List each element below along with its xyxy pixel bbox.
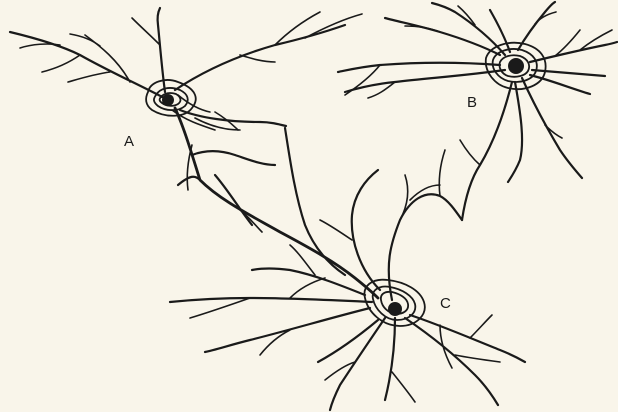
neuron-a-dendrite: [192, 151, 275, 165]
neuron-b-dendrite: [532, 70, 605, 76]
neuron-a-dendrite: [20, 44, 60, 48]
neuron-c-dendrite: [352, 170, 380, 290]
neuron-c-dendrite: [439, 150, 445, 196]
neuron-a-dendrite: [240, 55, 275, 62]
neuron-a-soma: [162, 94, 174, 106]
neuron-c-dendrite: [389, 194, 462, 300]
neuron-b-dendrite: [522, 78, 582, 178]
neuron-c: C: [170, 150, 525, 410]
neuron-b-dendrite: [385, 18, 500, 55]
neuron-c-dendrite: [410, 315, 525, 362]
neuron-a-label: A: [124, 133, 134, 150]
neuron-b-soma: [508, 58, 524, 74]
neuron-a-dendrite: [215, 175, 252, 225]
neuron-b-dendrite: [508, 82, 522, 182]
neuron-b-dendrite: [545, 125, 562, 138]
neuron-b-dendrite: [338, 63, 500, 72]
neuron-c-dendrite: [385, 318, 395, 400]
neuron-b-dendrite: [530, 75, 590, 94]
neuron-c-soma: [388, 302, 402, 316]
neuron-c-dendrite: [330, 318, 385, 410]
neuron-a-dendrite: [178, 177, 200, 185]
neuron-c-dendrite: [470, 315, 492, 338]
neuron-c-label: C: [440, 295, 451, 312]
neuron-c-dendrite: [400, 175, 408, 220]
neuron-a-dendrite: [42, 55, 80, 72]
neuron-a: A: [10, 8, 378, 298]
neuron-b-label: B: [467, 94, 477, 111]
neuron-b-dendrite: [530, 42, 617, 62]
neuron-c-dendrite: [320, 220, 352, 240]
neuron-a-dendrite: [132, 18, 160, 45]
neuron-c-dendrite: [290, 278, 325, 298]
neuron-c-dendrite: [392, 372, 415, 402]
neuron-b-dendrite: [460, 140, 480, 165]
neuron-a-dendrite: [10, 32, 168, 100]
neuron-c-dendrite: [170, 298, 372, 302]
neuron-a-to-b-process: [175, 25, 345, 90]
neuron-b: B: [338, 2, 617, 220]
neuron-b-dendrite: [345, 70, 505, 92]
neuron-a-dendrite: [68, 72, 110, 82]
neuron-a-dendrite: [305, 14, 362, 38]
neuron-c-dendrite: [190, 298, 250, 318]
neuron-c-dendrite: [410, 185, 440, 200]
